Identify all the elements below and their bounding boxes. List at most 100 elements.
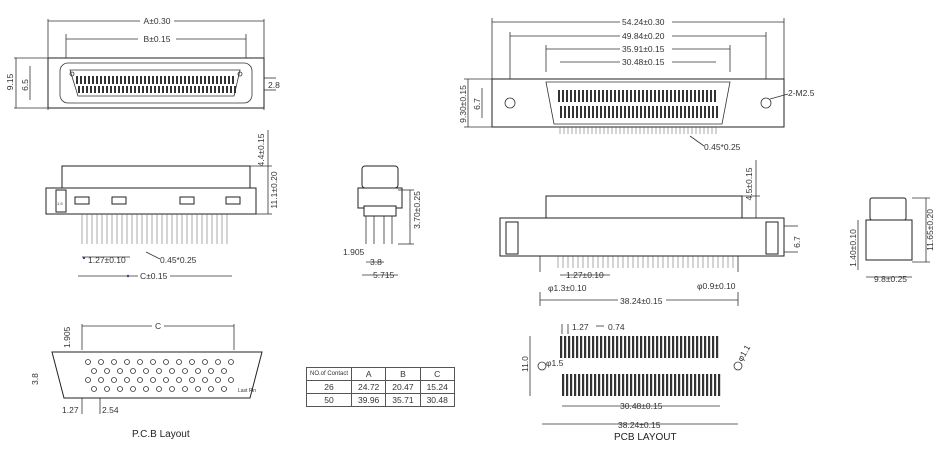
contact-pin bbox=[104, 76, 106, 84]
pcb-pad bbox=[572, 336, 575, 358]
pcb-pad bbox=[574, 374, 577, 396]
contact-pin bbox=[170, 86, 172, 93]
contact-pin bbox=[668, 106, 670, 118]
contact-pin bbox=[682, 90, 684, 102]
contact-pin bbox=[108, 76, 110, 84]
pcb-hole bbox=[150, 377, 156, 383]
rt-dim1: 54.24±0.30 bbox=[622, 17, 665, 27]
pcb-pad bbox=[622, 374, 625, 396]
pcb-hole bbox=[85, 377, 91, 383]
pcb-pad bbox=[648, 336, 651, 358]
contact-pin bbox=[94, 86, 96, 93]
pcb-hole bbox=[117, 368, 123, 374]
rp-dim-v: 11.0 bbox=[520, 356, 530, 372]
pcb-hole bbox=[202, 359, 208, 365]
contact-pin bbox=[182, 86, 184, 93]
rt-dim3: 35.91±0.15 bbox=[622, 44, 665, 54]
left-pcb-caption: P.C.B Layout bbox=[132, 429, 190, 440]
contact-pin bbox=[638, 90, 640, 102]
table-cell: 30.48 bbox=[419, 393, 455, 407]
pcb-hole bbox=[228, 377, 234, 383]
pcb-pad bbox=[694, 374, 697, 396]
table-row: 50 39.96 35.71 30.48 bbox=[305, 393, 455, 407]
dim-pin-label: 0.45*0.25 bbox=[160, 255, 197, 265]
pcb-pad bbox=[630, 374, 633, 396]
contact-pin bbox=[208, 76, 210, 84]
contact-pin bbox=[700, 106, 702, 118]
pcb-hole bbox=[182, 386, 188, 392]
pcb-pad bbox=[568, 336, 571, 358]
contact-pin bbox=[194, 86, 196, 93]
pcb-pad bbox=[678, 374, 681, 396]
pcb-hole bbox=[189, 377, 195, 383]
pcb-pad bbox=[660, 336, 663, 358]
contact-pin bbox=[92, 76, 94, 84]
contact-pin bbox=[624, 106, 626, 118]
pcb-hole bbox=[221, 368, 227, 374]
right-side-view: 4.5±0.15 6.7 1.27±0.10 φ1.3±0.10 φ0.9±0.… bbox=[499, 160, 802, 306]
contact-pin bbox=[596, 106, 598, 118]
contact-pin bbox=[218, 86, 220, 93]
contact-pin bbox=[192, 76, 194, 84]
contact-pin bbox=[202, 86, 204, 93]
contact-pin bbox=[644, 106, 646, 118]
contact-pin bbox=[146, 86, 148, 93]
contact-pin bbox=[616, 106, 618, 118]
table-cell: 26 bbox=[305, 380, 353, 394]
pcb-dim-h2-label: 2.54 bbox=[102, 405, 119, 415]
contact-pin bbox=[118, 86, 120, 93]
dim-side-label: 2.8 bbox=[268, 80, 280, 90]
end-dim-b-label: 3.8 bbox=[370, 257, 382, 267]
pcb-hole bbox=[163, 377, 169, 383]
contact-pin bbox=[198, 86, 200, 93]
left-pcb-layout: C 1.905 3.8 Last Pin 1.27 2.54 P.C.B Lay… bbox=[30, 320, 263, 440]
re-dim-v2: 1.40±0.10 bbox=[848, 229, 858, 267]
contact-pin bbox=[160, 76, 162, 84]
pcb-hole bbox=[111, 359, 117, 365]
pcb-pad bbox=[658, 374, 661, 396]
contact-pin bbox=[632, 106, 634, 118]
pcb-hole bbox=[228, 359, 234, 365]
pcb-pad bbox=[564, 336, 567, 358]
contact-pin bbox=[698, 90, 700, 102]
contact-pin bbox=[178, 86, 180, 93]
contact-pin bbox=[226, 86, 228, 93]
pcb-pad bbox=[716, 336, 719, 358]
pcb-pad bbox=[666, 374, 669, 396]
pcb-hole bbox=[124, 359, 130, 365]
contact-pin bbox=[684, 106, 686, 118]
pcb-hole bbox=[169, 386, 175, 392]
pcb-hole bbox=[202, 377, 208, 383]
pcb-pad bbox=[652, 336, 655, 358]
contact-pin bbox=[670, 90, 672, 102]
pcb-hole bbox=[156, 386, 162, 392]
contact-pin bbox=[80, 76, 82, 84]
pcb-hole bbox=[208, 386, 214, 392]
left-side-view: 1.5 4.4±0.15 11.1±0.20 1.27±0.10 0.45*0.… bbox=[45, 130, 279, 281]
pcb-pad bbox=[560, 336, 563, 358]
pcb-pad bbox=[598, 374, 601, 396]
pcb-pad bbox=[688, 336, 691, 358]
table-row: 26 24.72 20.47 15.24 bbox=[305, 380, 455, 394]
contact-pin bbox=[150, 86, 152, 93]
pcb-pad bbox=[620, 336, 623, 358]
contact-pin bbox=[566, 90, 568, 102]
pcb-pad bbox=[718, 374, 721, 396]
pcb-pad bbox=[680, 336, 683, 358]
contact-pin bbox=[86, 86, 88, 93]
contact-pin bbox=[710, 90, 712, 102]
contact-pin bbox=[604, 106, 606, 118]
right-end-view: 11.65±0.20 1.40±0.10 9.8±0.25 bbox=[848, 197, 935, 284]
dim-c-label: C±0.15 bbox=[140, 271, 168, 281]
contact-pin bbox=[128, 76, 130, 84]
pcb-pad bbox=[708, 336, 711, 358]
pcb-pad bbox=[634, 374, 637, 396]
rp-dim-p2: 0.74 bbox=[608, 322, 625, 332]
contact-pin bbox=[656, 106, 658, 118]
contact-pin bbox=[184, 76, 186, 84]
contact-pin bbox=[84, 76, 86, 84]
table-cell: 35.71 bbox=[385, 393, 421, 407]
pcb-pad bbox=[640, 336, 643, 358]
pcb-pad bbox=[702, 374, 705, 396]
contact-pin bbox=[200, 76, 202, 84]
